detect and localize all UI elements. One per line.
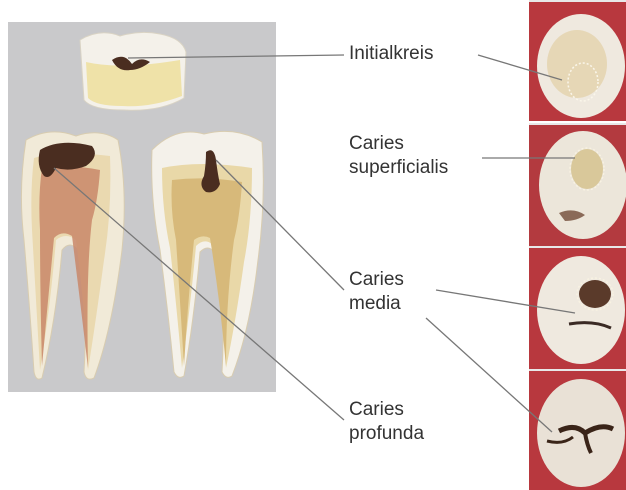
leader-line-media	[216, 160, 344, 290]
label-caries-media: Caries media	[349, 268, 404, 316]
leader-line-initialkreis	[128, 55, 344, 58]
leader-line-media-photo	[436, 290, 575, 313]
label-caries-profunda: Caries profunda	[349, 398, 424, 446]
leader-line-profunda	[54, 168, 344, 420]
leader-line-profunda-photo	[426, 318, 552, 432]
label-initialkreis: Initialkreis	[349, 42, 433, 66]
label-caries-superficialis: Caries superficialis	[349, 132, 448, 180]
leader-line-initialkreis-photo	[478, 55, 562, 80]
